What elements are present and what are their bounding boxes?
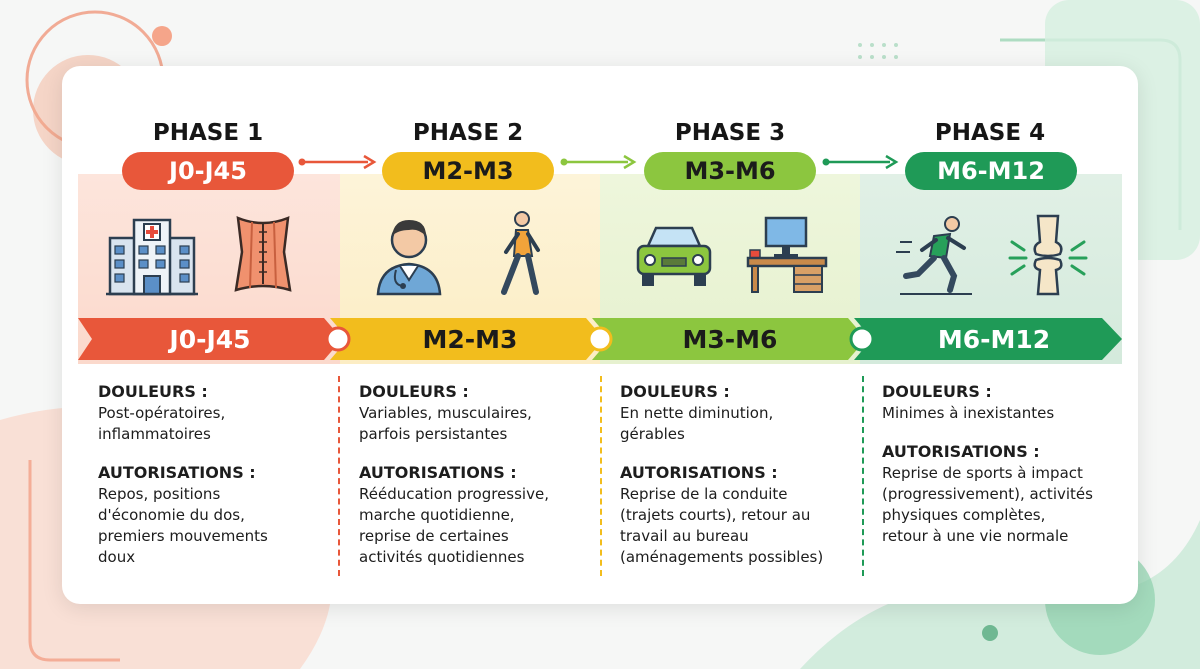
phase1-details: DOULEURS : Post-opératoires, inflammatoi… <box>98 382 338 568</box>
corset-icon <box>234 216 292 292</box>
douleurs-heading: DOULEURS : <box>98 382 208 401</box>
walking-person-icon <box>501 211 540 295</box>
phase4-title: PHASE 4 <box>934 120 1046 146</box>
douleurs-text: Post-opératoires, inflammatoires <box>98 404 226 443</box>
phase1-badge: J0-J45 <box>122 152 294 190</box>
autorisations-heading: AUTORISATIONS : <box>359 463 517 482</box>
douleurs-heading: DOULEURS : <box>359 382 469 401</box>
phase1-title: PHASE 1 <box>152 120 264 146</box>
bone-joint-icon <box>1008 214 1088 296</box>
phase3-band-label: M3-M6 <box>682 324 778 354</box>
office-desk-icon <box>746 216 828 293</box>
hospital-icon <box>106 218 198 296</box>
phase2-band-label: M2-M3 <box>422 324 518 354</box>
autorisations-text: Reprise de la conduite (trajets courts),… <box>620 485 824 566</box>
separator-1 <box>338 376 340 576</box>
autorisations-heading: AUTORISATIONS : <box>98 463 256 482</box>
phase3-title: PHASE 3 <box>674 120 786 146</box>
phase2-badge: M2-M3 <box>382 152 554 190</box>
douleurs-heading: DOULEURS : <box>882 382 992 401</box>
douleurs-text: Minimes à inexistantes <box>882 404 1055 422</box>
doctor-icon <box>376 220 442 296</box>
autorisations-text: Reprise de sports à impact (progressivem… <box>882 464 1093 545</box>
phase4-details: DOULEURS : Minimes à inexistantes AUTORI… <box>882 382 1122 547</box>
arrow-connectors <box>298 154 899 170</box>
phase2-title: PHASE 2 <box>412 120 524 146</box>
separator-2 <box>600 376 602 576</box>
phase3-badge: M3-M6 <box>644 152 816 190</box>
separator-3 <box>862 376 864 576</box>
douleurs-text: En nette diminution, gérables <box>620 404 774 443</box>
douleurs-text: Variables, musculaires, parfois persista… <box>359 404 532 443</box>
phase4-badge: M6-M12 <box>905 152 1077 190</box>
phase1-band-label: J0-J45 <box>169 324 251 354</box>
car-icon <box>636 226 712 286</box>
phase3-details: DOULEURS : En nette diminution, gérables… <box>620 382 860 568</box>
timeline-arrow-band <box>78 318 1122 360</box>
phase4-band-label: M6-M12 <box>937 324 1051 354</box>
runner-icon <box>896 216 972 295</box>
douleurs-heading: DOULEURS : <box>620 382 730 401</box>
autorisations-text: Repos, positions d'économie du dos, prem… <box>98 485 268 566</box>
phase2-details: DOULEURS : Variables, musculaires, parfo… <box>359 382 599 568</box>
autorisations-text: Rééducation progressive, marche quotidie… <box>359 485 549 566</box>
autorisations-heading: AUTORISATIONS : <box>620 463 778 482</box>
autorisations-heading: AUTORISATIONS : <box>882 442 1040 461</box>
timeline-card: PHASE 1 PHASE 2 PHASE 3 PHASE 4 J0-J45 M… <box>62 66 1138 604</box>
